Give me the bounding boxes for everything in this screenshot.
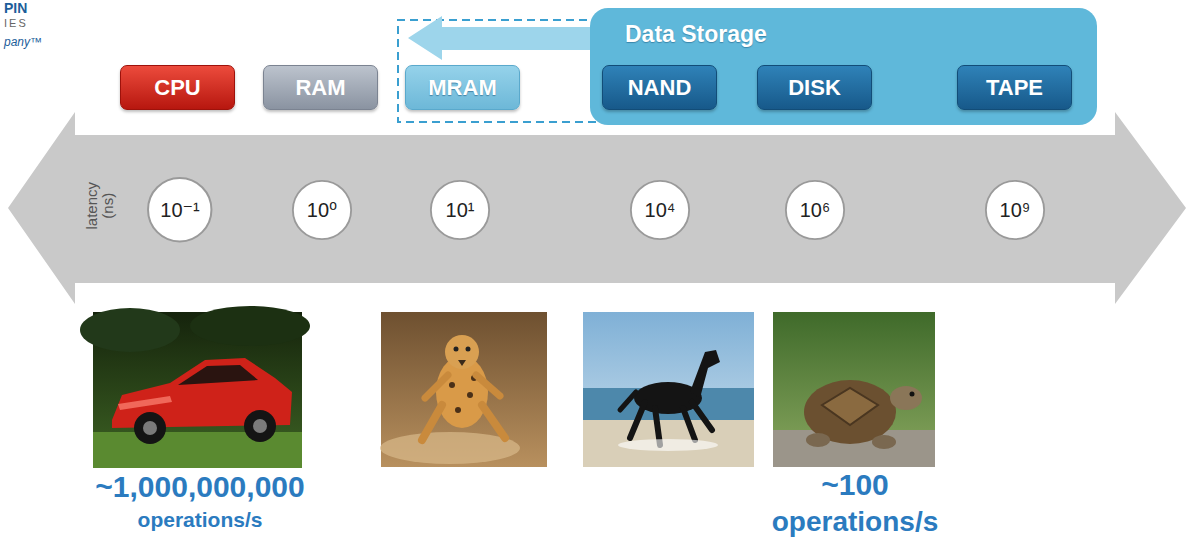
- horse-picture: [583, 312, 754, 467]
- latency-value: 10⁶: [800, 199, 830, 222]
- speed-unit: operations/s: [50, 508, 350, 532]
- data-storage-band: Data StorageNAND DISK TAPE: [590, 8, 1097, 125]
- latency-value: 10¹: [446, 199, 475, 222]
- car-picture: [80, 306, 310, 468]
- tape-box: TAPE: [957, 65, 1072, 110]
- latency-circle: 10⁹: [984, 179, 1046, 241]
- latency-value: 10⁻¹: [160, 198, 199, 222]
- node-label: MRAM: [428, 75, 496, 101]
- axis-label: latency (ns): [84, 176, 116, 236]
- latency-value: 10⁰: [307, 198, 337, 222]
- latency-circle: 10⁶: [784, 179, 846, 241]
- speed-value: ~100: [735, 468, 975, 502]
- disk-box: DISK: [757, 65, 872, 110]
- node-label: NAND: [628, 75, 692, 101]
- turtle-picture: [773, 312, 935, 467]
- speed-value: ~1,000,000,000: [50, 470, 350, 504]
- latency-value: 10⁹: [1000, 199, 1031, 222]
- cpu-box: CPU: [120, 65, 235, 110]
- logo-text: PIN: [4, 0, 64, 16]
- latency-value: 10⁴: [645, 199, 676, 222]
- logo-text: pany™: [4, 35, 84, 49]
- latency-circle: 10⁴: [629, 179, 691, 241]
- latency-circle: 10⁰: [291, 179, 353, 241]
- node-label: DISK: [788, 75, 841, 101]
- mram-box: MRAM: [405, 65, 520, 110]
- latency-circle: 10¹: [429, 179, 491, 241]
- node-label: Data Storage: [625, 21, 767, 48]
- nand-box: NAND: [602, 65, 717, 110]
- migration-arrow: [408, 16, 600, 60]
- speed-unit: operations/s: [735, 506, 975, 538]
- cheetah-picture: [380, 312, 547, 467]
- logo-text: IES: [4, 17, 64, 29]
- node-label: RAM: [295, 75, 345, 101]
- ram-box: RAM: [263, 65, 378, 110]
- latency-axis-arrow: [8, 112, 1186, 304]
- node-label: TAPE: [986, 75, 1043, 101]
- latency-circle: 10⁻¹: [146, 176, 213, 243]
- node-label: CPU: [154, 75, 200, 101]
